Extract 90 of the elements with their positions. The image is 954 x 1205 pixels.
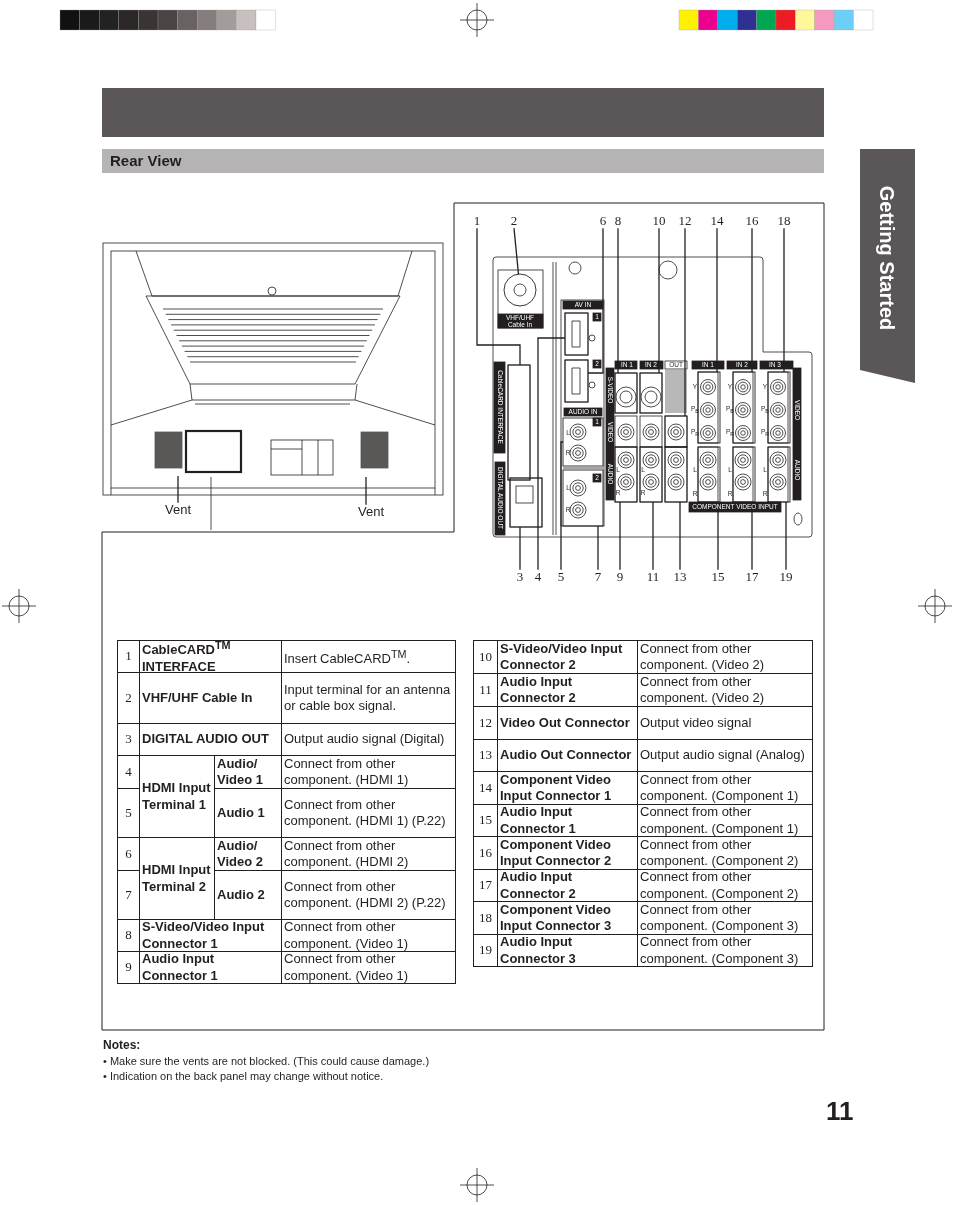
callout-number: 2 [510, 213, 518, 229]
connector-block [664, 446, 688, 503]
leader-line [617, 227, 619, 374]
table-cell: Connect from other component. (Component 2) [637, 836, 813, 870]
table-cell: Connect from other component. (Component 3) [637, 901, 813, 935]
leader-line [658, 227, 660, 374]
connector-block [614, 446, 638, 503]
connector-block [732, 446, 756, 503]
connector-block [697, 446, 721, 503]
callout-number: 16 [745, 213, 759, 229]
leader-line [679, 501, 681, 571]
connector-block [639, 446, 663, 503]
table-cell: 9 [117, 951, 140, 984]
leader-line [519, 526, 521, 571]
callout-number: 10 [652, 213, 666, 229]
callout-number: 14 [710, 213, 724, 229]
table-cell: Input terminal for an antenna or cable box signal. [281, 672, 456, 724]
connector-block [664, 415, 688, 448]
table-cell: Connect from other component. (Component 1) [637, 804, 813, 837]
callout-number: 13 [673, 569, 687, 585]
connector-block [564, 359, 589, 403]
table-cell: Connect from other component. (HDMI 1) [281, 755, 456, 789]
callout-number: 12 [678, 213, 692, 229]
leader-line [513, 227, 520, 275]
callout-number: 17 [745, 569, 759, 585]
connector-block [614, 372, 638, 414]
connector-block [767, 371, 791, 444]
table-cell: Connect from other component. (Video 2) [637, 673, 813, 707]
callout-number: 3 [516, 569, 524, 585]
callout-number: 11 [646, 569, 660, 585]
leader-line [619, 501, 621, 571]
table-cell: Output audio signal (Digital) [281, 723, 456, 756]
table-cell: Connect from other component. (Component 1) [637, 771, 813, 805]
callout-number: 8 [614, 213, 622, 229]
table-cell: Connect from other component. (Video 2) [637, 640, 813, 674]
vent-label: Vent [358, 504, 384, 520]
connector-block [509, 477, 543, 528]
table-cell: Audio Input Connector 1 [139, 951, 282, 984]
vent-label: Vent [165, 502, 191, 518]
table-cell: 10 [473, 640, 498, 674]
leader-line [537, 337, 566, 571]
notes-heading: Notes: [103, 1039, 141, 1053]
table-cell: Connect from other component. (Video 1) [281, 951, 456, 984]
connector-block [562, 469, 604, 527]
section-heading: Rear View [110, 153, 182, 170]
callout-number: 15 [711, 569, 725, 585]
callout-number: 4 [534, 569, 542, 585]
leader-line [783, 227, 785, 373]
table-cell: Connect from other component. (HDMI 2) [281, 837, 456, 871]
table-cell: Insert CableCARD$^{TM}$. [281, 640, 456, 673]
table-cell: Connect from other component. (HDMI 2) (P.22) [281, 870, 456, 920]
leader-line [751, 227, 753, 373]
table-cell: Audio Input Connector 3 [497, 934, 638, 967]
leader-line [560, 441, 564, 571]
table-cell: 19 [473, 934, 498, 967]
antenna-jack [503, 273, 537, 307]
page-number: 11 [826, 1097, 854, 1126]
table-cell: Connect from other component. (Component 2) [637, 869, 813, 902]
callout-number: 5 [557, 569, 565, 585]
connector-block [562, 417, 604, 467]
leader-line [587, 227, 604, 374]
connector-block [767, 446, 791, 503]
connector-block [639, 372, 663, 414]
leader-line [652, 501, 654, 571]
leader-line [716, 227, 718, 373]
table-cell: CableCARD$^{TM}$ INTERFACE [139, 640, 282, 673]
table-cell: Connect from other component. (HDMI 1) (P.22) [281, 788, 456, 838]
leader-line [476, 227, 521, 366]
callout-number: 7 [594, 569, 602, 585]
callout-number: 9 [616, 569, 624, 585]
table-cell: Connect from other component. (Component 3) [637, 934, 813, 967]
leader-line [785, 501, 787, 571]
connector-block [564, 312, 589, 356]
note-text: • Make sure the vents are not blocked. (This could cause damage.) [103, 1055, 430, 1068]
note-text: • Indication on the back panel may change without notice. [103, 1070, 384, 1083]
leader-line [684, 227, 686, 417]
connector-block [732, 371, 756, 444]
callout-number: 18 [777, 213, 791, 229]
leader-line [177, 475, 179, 504]
callout-number: 6 [599, 213, 607, 229]
leader-line [597, 525, 599, 571]
table-cell: Output video signal [637, 706, 813, 740]
leader-line [365, 476, 367, 506]
table-cell: Connect from other component. (Video 1) [281, 919, 456, 952]
callout-number: 19 [779, 569, 793, 585]
connector-block [507, 364, 531, 481]
connector-block [697, 371, 721, 444]
callout-number: 1 [473, 213, 481, 229]
tab-label: Getting Started [876, 185, 898, 331]
table-cell: Output audio signal (Analog) [637, 739, 813, 772]
